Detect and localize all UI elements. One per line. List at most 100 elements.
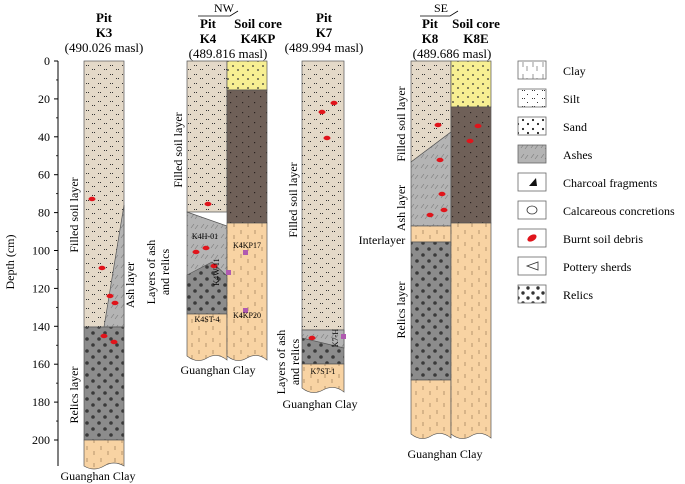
legend-item-burnt-soil: Burnt soil debris [517, 228, 643, 248]
k8-filled-soil-label: Filled soil layer [394, 86, 408, 161]
column-k3: Pit K3 (490.026 masl) Filled soil layer … [61, 10, 144, 483]
k4kp-sand-layer [226, 60, 268, 91]
svg-text:Silt: Silt [563, 92, 580, 106]
k4-ash-relics-label-2: and relics [158, 249, 172, 296]
svg-text:Ashes: Ashes [563, 148, 593, 162]
burnt-soil-mark [323, 135, 331, 141]
k4-guanghan-clay-label: Guanghan Clay [181, 363, 256, 377]
depth-axis-title: Depth (cm) [3, 235, 17, 290]
k3-guanghan-clay-label: Guanghan Clay [61, 469, 136, 483]
k7-ash-layer [301, 329, 345, 349]
k7-header-pit: Pit [316, 10, 333, 25]
k8-ash-label: Ash layer [394, 185, 408, 231]
k4-header-name: K4 [200, 31, 217, 46]
sample-k4h01: K4H-01 [192, 232, 218, 241]
burnt-soil-mark [202, 245, 210, 251]
nw-direction-marker: NW [198, 1, 239, 17]
depth-tick-label: 0 [44, 54, 50, 68]
k8-guanghan-clay-label: Guanghan Clay [408, 447, 483, 461]
svg-text:Calcareous concretions: Calcareous concretions [563, 204, 675, 218]
k8-interlayer-label: Interlayer [359, 233, 406, 247]
pottery-sherd-icon [525, 261, 539, 271]
k8-guanghan-clay [410, 379, 452, 439]
burnt-soil-mark [111, 300, 119, 306]
k8-header-elevation: (489.686 masl) [413, 46, 492, 61]
depth-tick-label: 200 [32, 433, 50, 447]
legend-item-charcoal: Charcoal fragments [517, 172, 658, 192]
k3-guanghan-clay [83, 439, 125, 470]
column-k7: Pit K7 (489.994 masl) K7-H K7ST-1 Filled… [274, 10, 363, 411]
burnt-soil-mark [474, 123, 482, 129]
burnt-soil-mark [426, 212, 434, 218]
burnt-soil-mark [106, 293, 114, 299]
sample-k4kp20: K4KP20 [233, 311, 261, 320]
k4kp-clay-layer [226, 222, 268, 361]
k4-filled-soil-label: Filled soil layer [171, 112, 185, 187]
k8-header-name: K8 [422, 31, 439, 46]
k3-header-name: K3 [96, 25, 113, 40]
sample-marker [226, 270, 231, 275]
sample-marker [341, 334, 346, 339]
depth-tick-label: 180 [32, 395, 50, 409]
k8e-header-name: K8E [463, 31, 488, 46]
depth-tick-label: 100 [32, 244, 50, 258]
legend-item-clay: Clay [517, 60, 586, 80]
burnt-soil-mark [438, 191, 446, 197]
k7-guanghan-clay-label: Guanghan Clay [283, 397, 358, 411]
k3-header-pit: Pit [96, 10, 113, 25]
svg-text:Charcoal fragments: Charcoal fragments [563, 176, 658, 190]
k8e-header-core: Soil core [452, 16, 500, 31]
legend-item-pottery: Pottery sherds [517, 256, 632, 276]
k4-header-pit: Pit [200, 16, 217, 31]
legend-item-relics: Relics [517, 284, 593, 304]
burnt-soil-mark [440, 207, 448, 213]
k4kp-header-name: K4KP [241, 31, 276, 46]
k4-filled-soil-layer [186, 60, 228, 213]
depth-tick-label: 40 [38, 130, 50, 144]
k4kp-header-core: Soil core [234, 16, 282, 31]
k8e-dark-layer [450, 106, 492, 224]
sample-k4h11: K4W-11 [212, 258, 221, 285]
depth-tick-label: 140 [32, 319, 50, 333]
k4-guanghan-clay [186, 313, 228, 361]
burnt-soil-mark [110, 339, 118, 345]
legend-item-calcareous: Calcareous concretions [517, 200, 675, 220]
sample-k4kp17: K4KP17 [233, 241, 261, 250]
burnt-soil-mark [192, 249, 200, 255]
depth-tick-label: 160 [32, 357, 50, 371]
se-direction-marker: SE [420, 1, 459, 17]
k8e-sand-layer [450, 60, 492, 108]
depth-tick-label: 80 [38, 206, 50, 220]
k4kp-dark-layer [226, 89, 268, 224]
k7-guanghan-clay [301, 363, 345, 393]
burnt-soil-mark [318, 109, 326, 115]
calcareous-concretion-icon [526, 205, 538, 215]
k8-interlayer [410, 225, 452, 243]
burnt-soil-mark [210, 263, 218, 269]
burnt-soil-mark [434, 122, 442, 128]
burnt-soil-mark [308, 335, 316, 341]
depth-tick-label: 20 [38, 92, 50, 106]
k7-filled-soil-label: Filled soil layer [286, 162, 300, 237]
burnt-soil-mark [436, 157, 444, 163]
burnt-soil-mark [88, 196, 96, 202]
k7-header-elevation: (489.994 masl) [285, 40, 364, 55]
k4-ash-relics-label-1: Layers of ash [144, 240, 158, 305]
legend-item-silt: Silt [517, 88, 580, 108]
svg-text:Sand: Sand [563, 120, 587, 134]
sample-k7st1: K7ST-1 [310, 367, 335, 376]
burnt-soil-icon [527, 234, 537, 242]
sample-k4st4: K4ST-4 [194, 315, 219, 324]
k8-relics-layer [410, 241, 452, 381]
burnt-soil-mark [330, 100, 338, 106]
nw-label: NW [214, 1, 235, 15]
column-k4: Pit K4 Soil core K4KP (489.816 masl) K4H… [144, 16, 282, 377]
depth-tick-label: 120 [32, 281, 50, 295]
sample-marker [243, 308, 248, 313]
k3-filled-soil-label: Filled soil layer [67, 177, 81, 252]
k3-header-elevation: (490.026 masl) [65, 40, 144, 55]
sample-marker [243, 250, 248, 255]
svg-text:Clay: Clay [563, 64, 586, 78]
legend-item-sand: Sand [517, 116, 587, 136]
